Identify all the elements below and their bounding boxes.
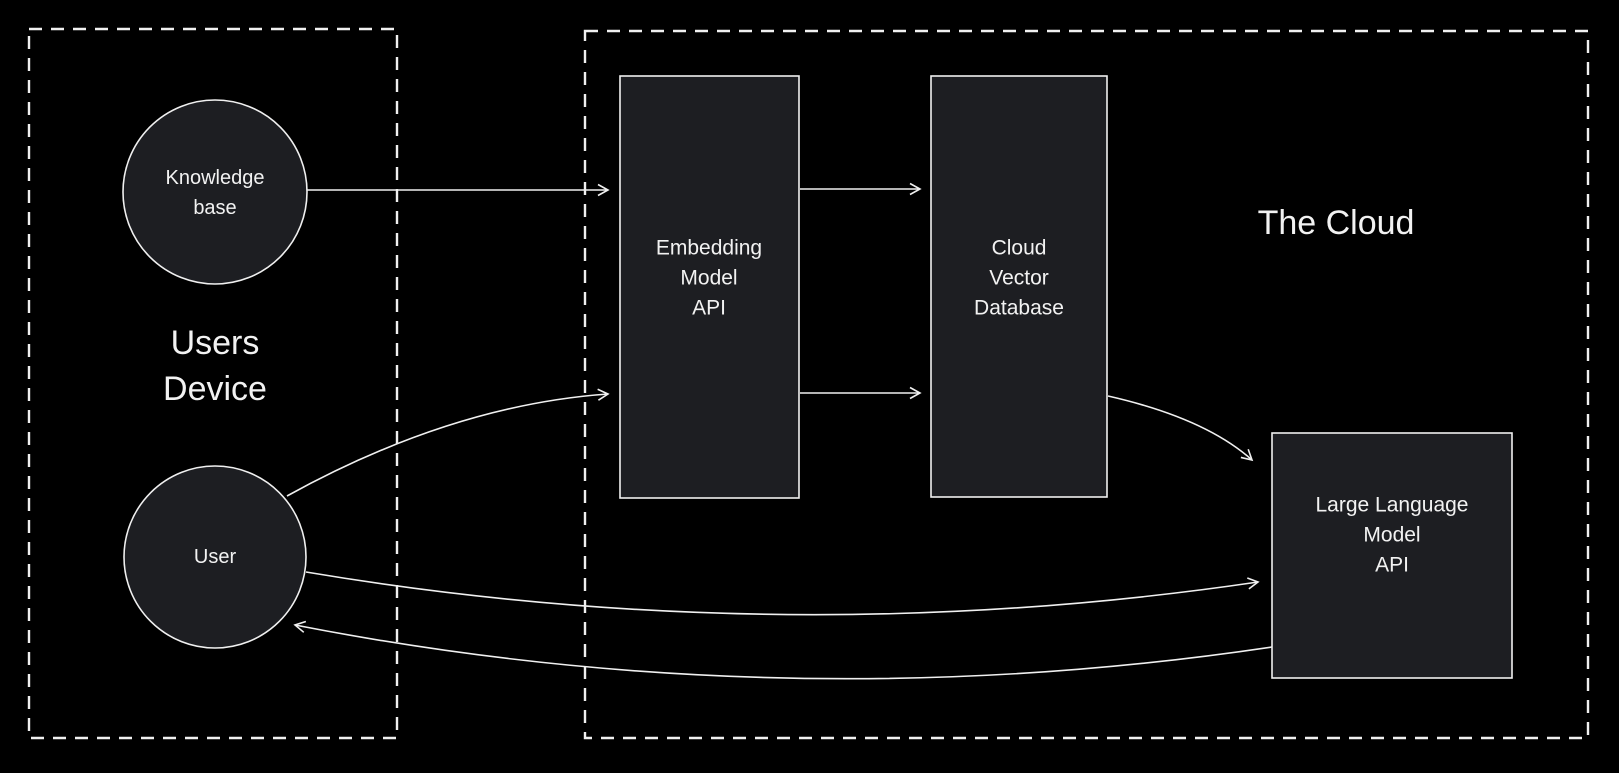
knowledge-base-label-line1: Knowledge [166,167,265,189]
users-device-container [27,27,399,740]
knowledge-base-label-line2: base [193,197,236,219]
users-device-label-line2: Device [163,370,267,408]
llm-label-line1: Large Language [1316,494,1469,517]
llm-label-line3: API [1375,554,1409,577]
vector-db-label-line3: Database [974,297,1064,320]
users-device-label-line1: Users [171,324,260,362]
cloud-vector-database-node [930,75,1108,498]
user-label: User [194,546,237,568]
cloud-label: The Cloud [1258,204,1415,242]
cloud-container [583,29,1590,740]
user-node [123,465,307,649]
edge-user-to-llm [305,571,1260,616]
edge-llm-to-user [293,620,1273,680]
vector-db-label-line2: Vector [989,267,1049,290]
knowledge-base-node [122,99,308,285]
embedding-label-line3: API [692,297,726,320]
large-language-model-api-node [1271,432,1513,679]
embedding-model-api-node [619,75,800,499]
llm-label-line2: Model [1363,524,1420,547]
embedding-label-line2: Model [680,267,737,290]
edge-vector-db-to-llm [1107,395,1254,462]
vector-db-label-line1: Cloud [992,237,1047,260]
embedding-label-line1: Embedding [656,237,762,260]
edge-user-to-embedding [286,388,610,497]
